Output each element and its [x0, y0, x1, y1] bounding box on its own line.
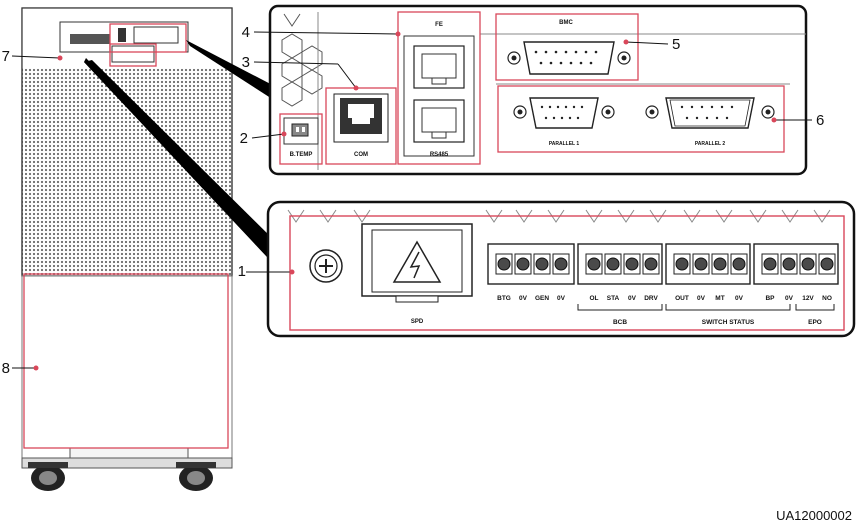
terminal-label: 0V — [557, 295, 566, 302]
terminal-label: 0V — [785, 295, 794, 302]
terminal-screw — [713, 257, 727, 271]
terminal-screw — [801, 257, 815, 271]
terminal-label: 12V — [802, 295, 814, 302]
terminal-label: DRV — [644, 295, 658, 302]
figure-code: UA12000002 — [776, 508, 852, 523]
terminal-label: 0V — [519, 295, 528, 302]
terminal-label: BP — [765, 295, 775, 302]
highlight-box-bmc — [495, 13, 639, 81]
highlight-box-btemp — [279, 113, 323, 165]
callout-3: 3 — [242, 54, 250, 71]
terminal-label: GEN — [535, 295, 549, 302]
highlight-box-fe-rs485 — [397, 11, 481, 165]
terminal-screw — [625, 257, 639, 271]
top-interface-panel: B.TEMP COM FE RS485 BMC — [268, 4, 808, 176]
parallel-1-label: PARALLEL 1 — [549, 141, 580, 147]
terminal-label: 0V — [628, 295, 637, 302]
terminal-screw — [763, 257, 777, 271]
com-label: COM — [354, 152, 368, 158]
terminal-label: 0V — [735, 295, 744, 302]
terminal-screw — [497, 257, 511, 271]
callout-6: 6 — [816, 112, 824, 129]
terminal-label: OL — [589, 295, 598, 302]
spd-label: SPD — [411, 319, 424, 325]
callout-7: 7 — [2, 48, 10, 65]
highlight-box-area-8 — [23, 273, 229, 449]
rs485-label: RS485 — [430, 152, 449, 158]
terminal-screw — [694, 257, 708, 271]
parallel-2-label: PARALLEL 2 — [695, 141, 726, 147]
terminal-screw — [516, 257, 530, 271]
highlight-box-top-panel — [109, 23, 187, 53]
fe-label: FE — [435, 22, 443, 28]
terminal-screw — [644, 257, 658, 271]
bmc-label: BMC — [559, 20, 573, 26]
callout-dots — [33, 31, 777, 371]
group-label-bcb: BCB — [613, 319, 627, 326]
zoom-wedge-top — [186, 40, 282, 104]
caster-wheel-right — [176, 462, 216, 491]
caster-wheel-left — [28, 462, 68, 491]
terminal-label: 0V — [697, 295, 706, 302]
callout-8: 8 — [2, 360, 10, 377]
callout-5: 5 — [672, 36, 680, 53]
terminal-label: BTG — [497, 295, 511, 302]
group-label-epo: EPO — [808, 319, 822, 326]
highlight-box-parallel — [497, 85, 785, 153]
terminal-label: NO — [822, 295, 832, 302]
terminal-screw — [675, 257, 689, 271]
callout-4: 4 — [242, 24, 250, 41]
terminal-screw — [587, 257, 601, 271]
callout-lines — [11, 31, 812, 369]
terminal-screw — [535, 257, 549, 271]
terminal-label: STA — [607, 295, 620, 302]
btemp-label: B.TEMP — [290, 152, 313, 158]
terminal-screw — [732, 257, 746, 271]
callout-1: 1 — [238, 263, 246, 280]
terminal-label: OUT — [675, 295, 689, 302]
highlight-box-panel-7 — [109, 43, 157, 67]
terminal-screw — [820, 257, 834, 271]
terminal-screw — [606, 257, 620, 271]
ups-cabinet — [21, 7, 233, 469]
terminal-label: MT — [715, 295, 724, 302]
callout-2: 2 — [240, 130, 248, 147]
group-label-switch-status: SWITCH STATUS — [702, 319, 755, 326]
highlight-box-com — [325, 87, 397, 165]
terminal-screw — [554, 257, 568, 271]
terminal-screw — [782, 257, 796, 271]
bottom-interface-panel: SPD BTG 0V GEN 0V OL STA 0V DRV OUT 0V MT 0V BP 0V 12V… — [266, 200, 856, 338]
